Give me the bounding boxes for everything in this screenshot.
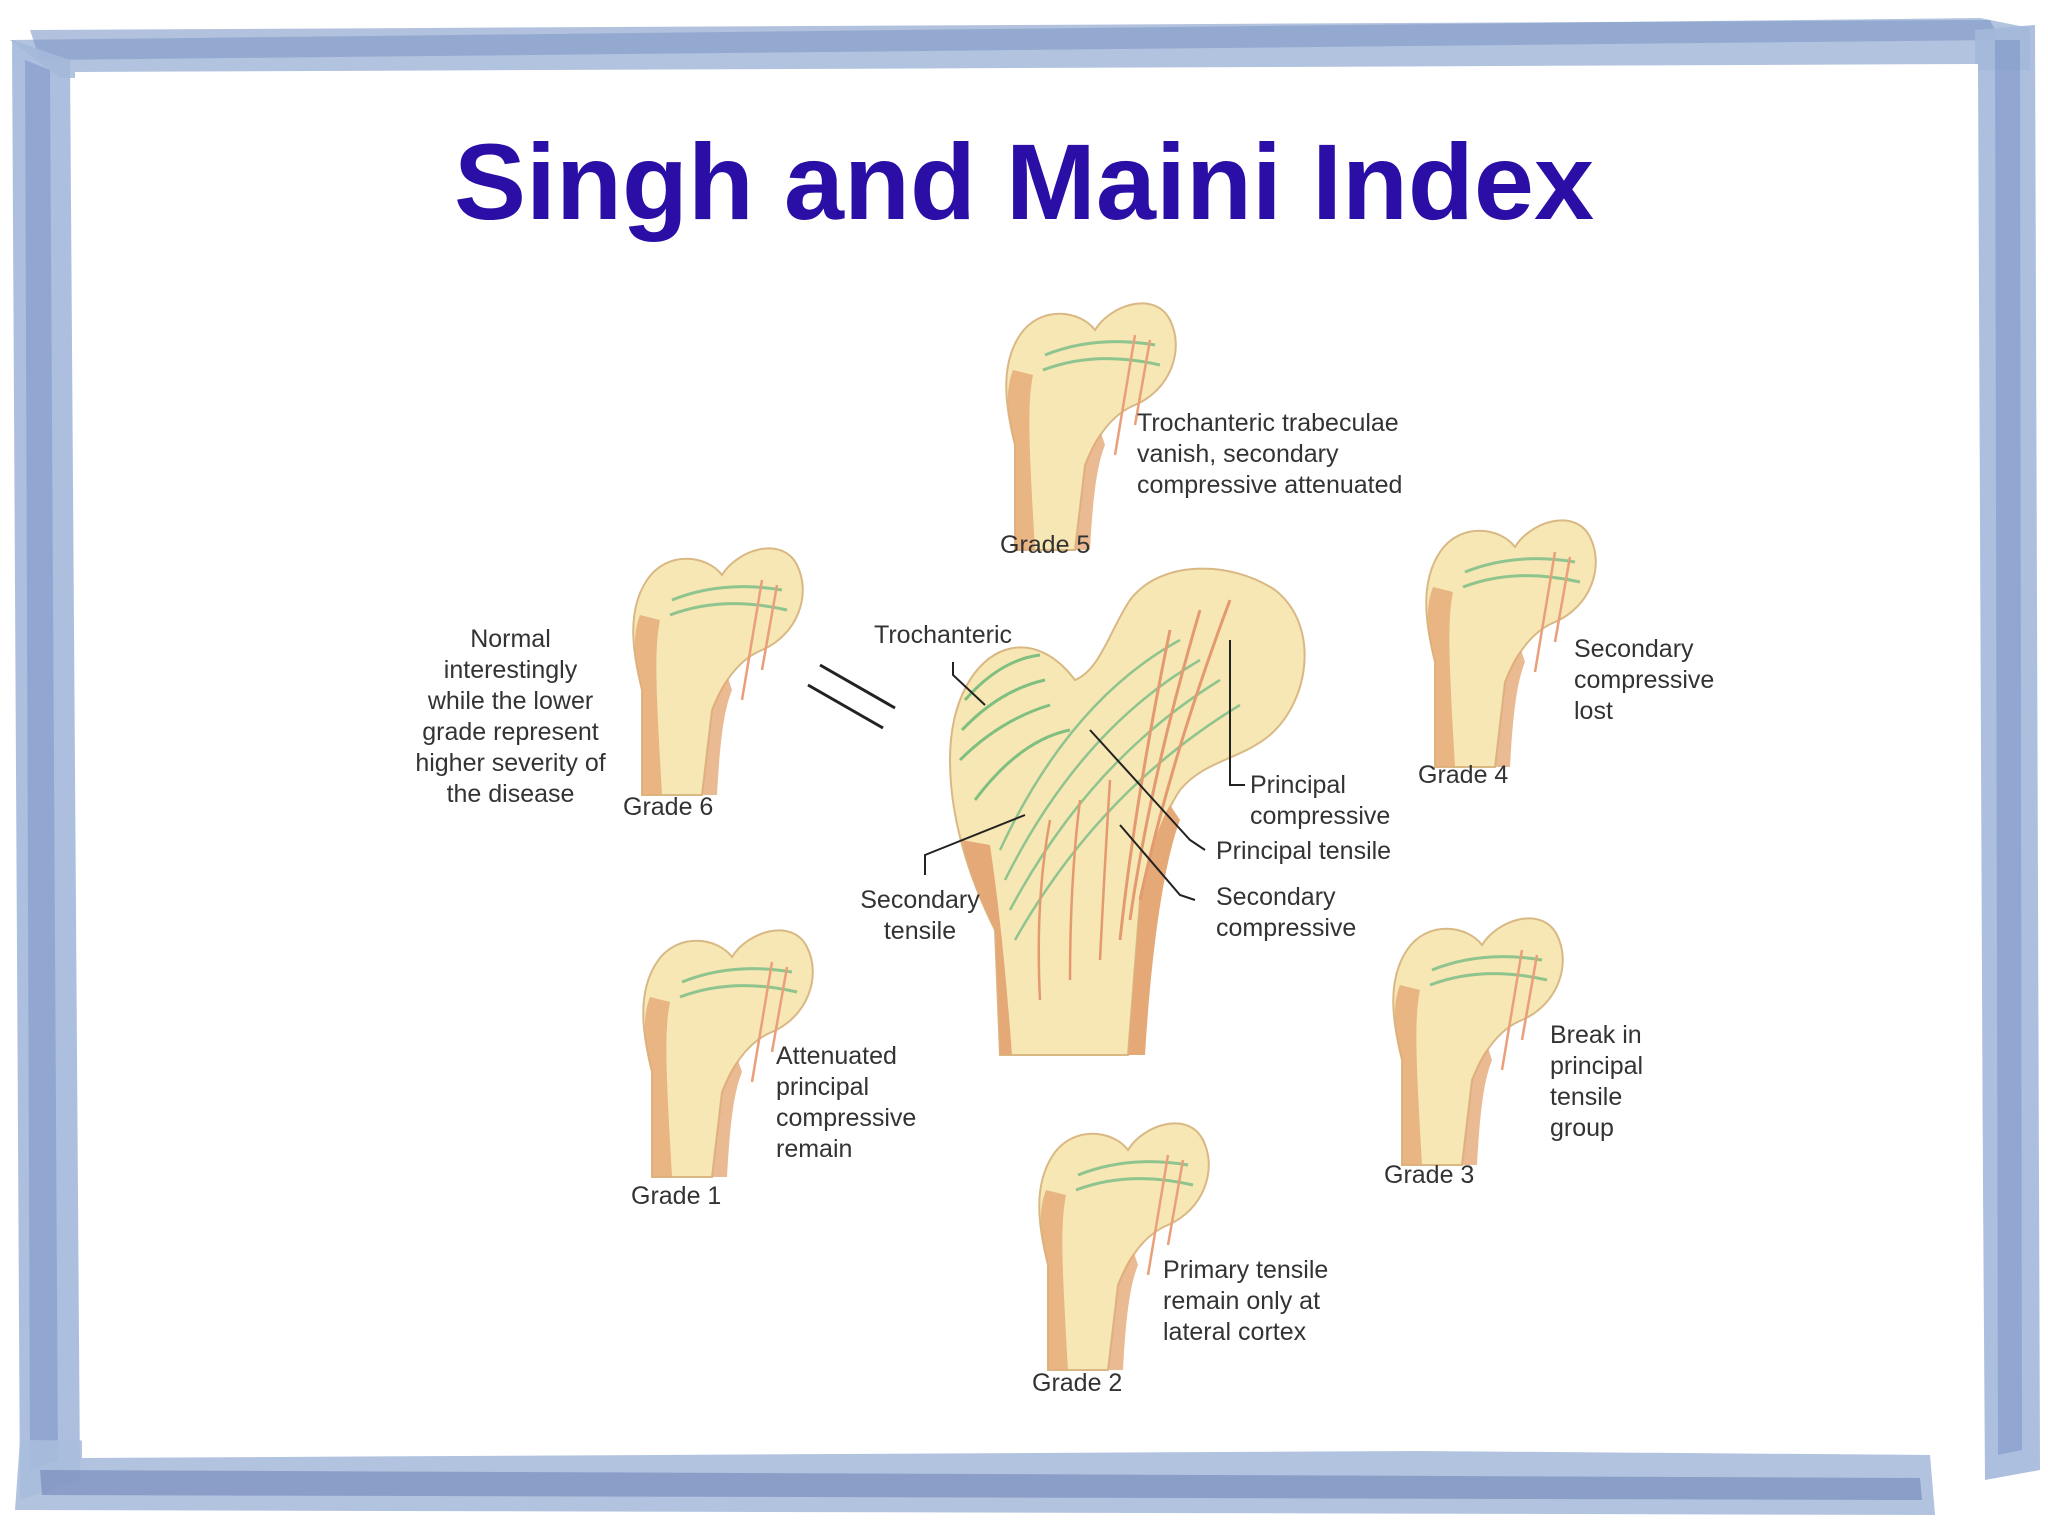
- label-line: tensile: [883, 917, 957, 945]
- break-mark: [807, 683, 884, 730]
- description-line: compressive: [776, 1104, 917, 1132]
- principal-tensile-leader: [1089, 729, 1206, 851]
- grade-5-description: Trochanteric trabeculae vanish, secondar…: [1137, 408, 1402, 501]
- description-line: Primary tensile: [1163, 1256, 1329, 1284]
- label-principal-tensile: Principal tensile: [1216, 837, 1392, 865]
- grade-3-label: Grade 3: [1384, 1161, 1475, 1189]
- description-line: Secondary: [1574, 635, 1694, 663]
- grade-4-femur: [1424, 518, 1598, 769]
- description-line: Trochanteric trabeculae: [1137, 409, 1399, 437]
- description-line: vanish, secondary: [1137, 440, 1339, 468]
- description-line: Attenuated: [776, 1042, 897, 1070]
- grade-3-femur: [1391, 916, 1565, 1167]
- grade-2-label: Grade 2: [1032, 1369, 1123, 1397]
- description-line: compressive attenuated: [1137, 471, 1403, 499]
- grade-5-label: Grade 5: [1000, 531, 1091, 559]
- grade-1-label: Grade 1: [631, 1182, 722, 1210]
- grade-4-label: Grade 4: [1418, 761, 1509, 789]
- grade-6-description: Normal interestingly while the lower gra…: [398, 624, 623, 810]
- description-line: remain only at: [1163, 1287, 1321, 1315]
- label-line: Principal: [1250, 771, 1346, 799]
- secondary-tensile-leader: [924, 814, 1026, 875]
- grade-1-description: Attenuated principal compressive remain: [776, 1041, 916, 1165]
- grade-6-femur: [631, 546, 805, 797]
- label-line: Secondary: [860, 886, 980, 914]
- break-mark: [819, 663, 896, 710]
- description-line: lateral cortex: [1163, 1318, 1307, 1346]
- description-line: the disease: [446, 780, 575, 808]
- description-line: lost: [1574, 697, 1613, 725]
- grade-2-description: Primary tensile remain only at lateral c…: [1163, 1255, 1328, 1348]
- description-line: Break in: [1550, 1021, 1642, 1049]
- description-line: principal: [776, 1073, 870, 1101]
- label-trochanteric: Trochanteric: [874, 621, 1013, 649]
- grade-4-description: Secondary compressive lost: [1574, 634, 1714, 727]
- label-secondary-compressive: Secondary compressive: [1216, 882, 1356, 944]
- principal-compressive-leader: [1229, 640, 1245, 786]
- label-principal-compressive: Principal compressive: [1250, 770, 1390, 832]
- label-line: compressive: [1216, 914, 1357, 942]
- label-line: compressive: [1250, 802, 1391, 830]
- description-line: grade represent: [422, 718, 599, 746]
- grade-6-label: Grade 6: [623, 793, 714, 821]
- description-line: Normal: [470, 625, 551, 653]
- label-line: Secondary: [1216, 883, 1336, 911]
- trochanteric-leader: [952, 662, 986, 706]
- description-line: principal: [1550, 1052, 1644, 1080]
- description-line: higher severity of: [415, 749, 606, 777]
- description-line: group: [1550, 1114, 1614, 1142]
- description-line: remain: [776, 1135, 853, 1163]
- description-line: interestingly: [443, 656, 578, 684]
- description-line: compressive: [1574, 666, 1715, 694]
- description-line: while the lower: [427, 687, 594, 715]
- description-line: tensile: [1550, 1083, 1623, 1111]
- center-femur: [948, 567, 1306, 1056]
- grade-3-description: Break in principal tensile group: [1550, 1020, 1643, 1144]
- slide-title: Singh and Maini Index: [453, 121, 1595, 242]
- secondary-compressive-leader: [1119, 824, 1196, 901]
- label-secondary-tensile: Secondary tensile: [850, 885, 990, 947]
